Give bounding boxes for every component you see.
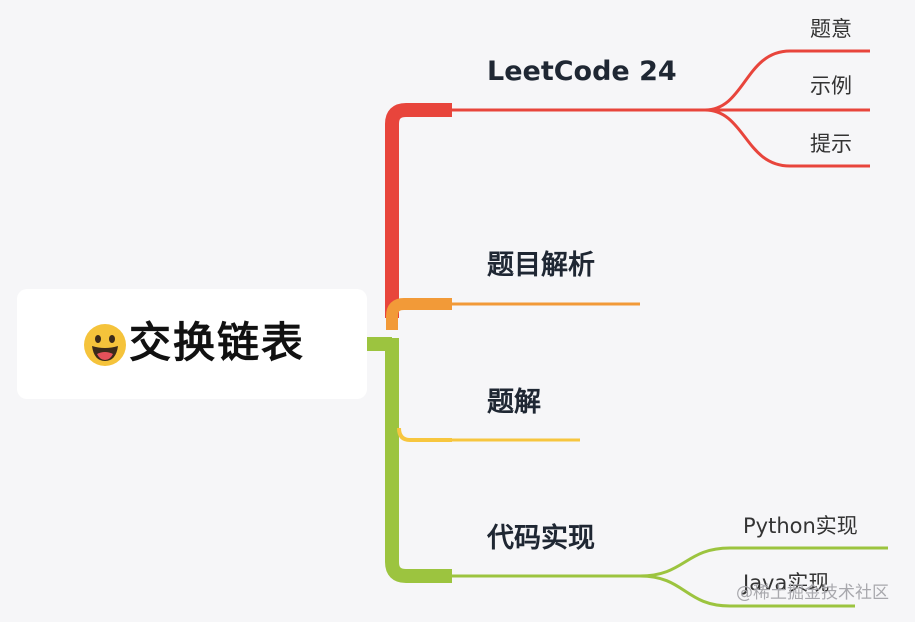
branch-label-analysis[interactable]: 题目解析	[487, 250, 595, 281]
leaf-label-meaning[interactable]: 题意	[810, 17, 852, 41]
branch-label-code[interactable]: 代码实现	[487, 523, 595, 554]
branch-4-connector	[385, 338, 452, 583]
leaf-connector-4	[639, 546, 888, 578]
branch-label-solution[interactable]: 题解	[487, 387, 541, 418]
leaf-connector-1	[704, 49, 870, 112]
leaf-label-python[interactable]: Python实现	[743, 514, 858, 538]
watermark: @稀土掘金技术社区	[736, 583, 889, 603]
leaf-label-example[interactable]: 示例	[810, 74, 852, 98]
branch-2-connector	[386, 298, 452, 330]
branch-label-leetcode[interactable]: LeetCode 24	[487, 56, 677, 87]
root-title: 交换链表	[129, 318, 306, 367]
grinning-face-icon	[84, 324, 126, 366]
branch-1-connector	[385, 103, 452, 318]
leaf-connector-3	[704, 108, 870, 168]
leaf-connector-5	[639, 574, 855, 608]
leaf-label-java[interactable]: Java实现	[743, 571, 830, 595]
branch-3-connector	[397, 427, 452, 442]
root-node[interactable]: 交换链表	[17, 289, 367, 399]
leaf-label-hint[interactable]: 提示	[810, 132, 852, 156]
